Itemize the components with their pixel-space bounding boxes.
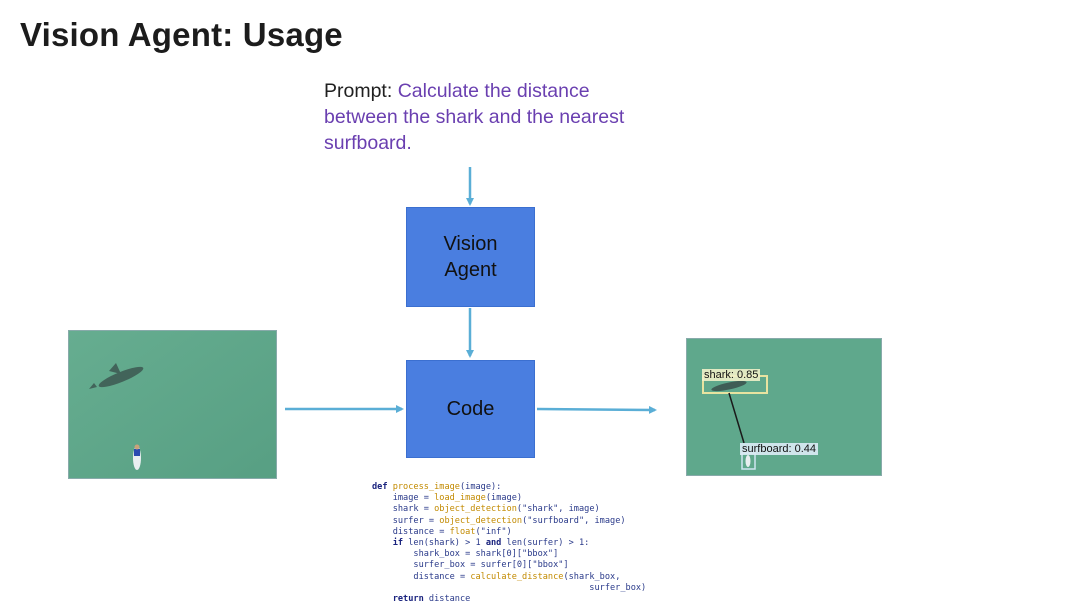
vision-agent-label-line2: Agent [444, 259, 497, 281]
prompt-block: Prompt: Calculate the distance between t… [324, 78, 644, 156]
arrow-code-to-output [536, 405, 657, 414]
vision-agent-box: Vision Agent [406, 207, 535, 307]
distance-line [728, 392, 745, 444]
prompt-text: Calculate the distance between the shark… [324, 80, 625, 154]
vision-agent-label-line1: Vision [443, 233, 498, 255]
slide-title: Vision Agent: Usage [20, 16, 343, 53]
surfer-shape [133, 444, 141, 470]
code-box: Code [406, 360, 535, 458]
code-box-label: Code [446, 398, 495, 420]
shark-detection-label: shark: 0.85 [702, 369, 761, 381]
code-snippet: def process_image(image): image = load_i… [372, 482, 647, 605]
output-annotated-image [686, 338, 882, 476]
surfboard-detection-label: surfboard: 0.44 [740, 443, 818, 455]
shark-shape [89, 363, 144, 389]
input-shark-image [68, 330, 277, 479]
prompt-label: Prompt: [324, 80, 398, 102]
